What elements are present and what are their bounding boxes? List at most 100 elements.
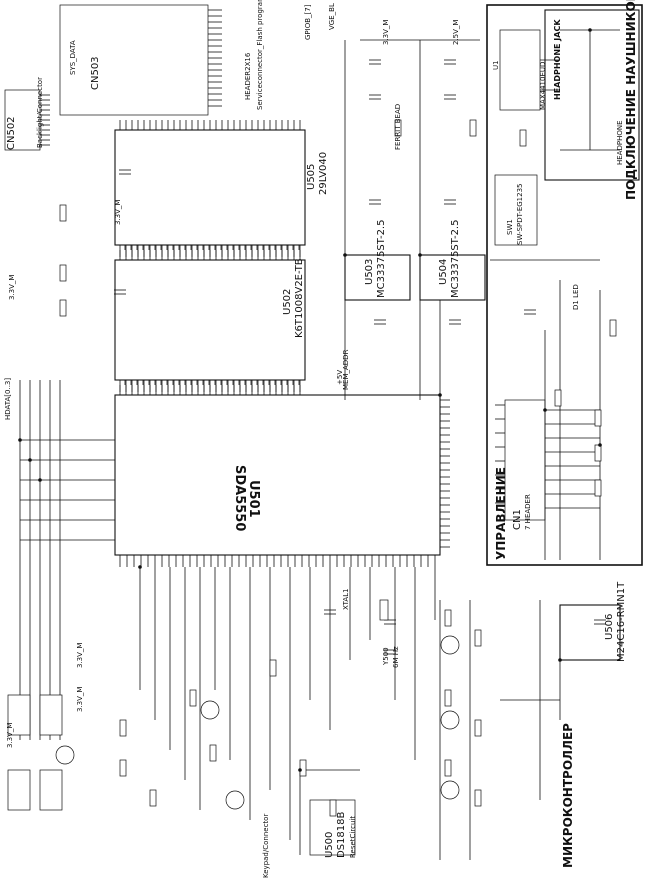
resistor <box>594 479 602 497</box>
resistor <box>119 759 127 777</box>
headphone-panel-frame <box>544 9 640 181</box>
resistor <box>119 719 127 737</box>
vdd-33-label-b: 3.3V_M <box>76 643 84 668</box>
u501-ref-label: U501 <box>246 480 261 518</box>
control-panel-frame <box>486 4 643 566</box>
resistor-network <box>7 694 31 736</box>
sw1-switch <box>494 174 538 246</box>
resistor <box>299 759 307 777</box>
junction-dot <box>438 393 442 397</box>
u506-ref-label: U506 <box>604 614 615 640</box>
resistor <box>474 789 482 807</box>
resistor-network <box>39 694 63 736</box>
resistor <box>594 444 602 462</box>
vdd-33-label-f: 3.3V_M <box>114 200 122 225</box>
y500-label: Y500 <box>382 647 390 666</box>
junction-dot <box>18 438 22 442</box>
resistor <box>474 629 482 647</box>
junction-dot <box>598 443 602 447</box>
resistor <box>269 659 277 677</box>
u502-ref-label: U502 <box>282 289 293 315</box>
resistor <box>59 204 67 222</box>
resistor <box>519 129 527 147</box>
resistor <box>394 119 402 137</box>
resistor-network <box>7 769 31 811</box>
mem-addr-label: MEM_ADDR <box>342 349 350 390</box>
resistor <box>149 789 157 807</box>
resistor <box>444 689 452 707</box>
microcontroller-title: МИКРОКОНТРОЛЛЕР <box>561 723 575 868</box>
hdata-bus-label: HDATA[0..3] <box>4 378 12 420</box>
resistor <box>609 319 617 337</box>
u1-ref-label: U1 <box>492 60 500 70</box>
sw1-part-label: SW-SPDT-EG1235 <box>516 184 524 245</box>
cn503-header <box>59 4 209 116</box>
resistor <box>329 799 337 817</box>
header2x16-label: HEADER2X16 <box>244 52 252 100</box>
junction-dot <box>588 28 592 32</box>
u504-regulator <box>419 254 486 301</box>
vge-bl-label: VGE_BL <box>328 3 336 30</box>
vdd-33-label-c: 3.3V_M <box>76 687 84 712</box>
u502-part-label: K6T1008V2E-TB <box>294 258 305 338</box>
junction-dot <box>38 478 42 482</box>
u501-chip <box>114 394 441 556</box>
cn503-label: CN503 <box>90 56 101 90</box>
u504-part-label: MC33375ST-2.5 <box>450 220 461 298</box>
transistor <box>440 710 460 730</box>
xtal-label: XTAL1 <box>342 588 350 610</box>
control-title: УПРАВЛЕНИЕ <box>494 467 508 560</box>
gpio-b-label: GPIOB_[7] <box>304 4 312 40</box>
vdd-25-label: 2.5V_M <box>452 20 460 45</box>
u505-chip <box>114 129 306 246</box>
resistor <box>59 264 67 282</box>
junction-dot <box>28 458 32 462</box>
transistor <box>200 700 220 720</box>
keypad-connector-label: Keypad/Connector <box>262 814 270 878</box>
vdd-33-label-e: 3.3V_M <box>382 20 390 45</box>
backlight-connector-label: Backlight/Connector <box>36 77 44 148</box>
vcc-5-label: +5V <box>336 370 344 385</box>
u500-part-label: DS1818B <box>336 812 347 858</box>
cn502-connector <box>4 89 41 151</box>
u501-part-label: SDA5550 <box>232 465 247 531</box>
cn1-header <box>504 399 546 521</box>
headphone-jack-label: HEADPHONE JACK <box>553 19 562 100</box>
resistor <box>554 389 562 407</box>
junction-dot <box>543 408 547 412</box>
junction-dot <box>343 253 347 257</box>
resistor <box>59 299 67 317</box>
junction-dot <box>138 565 142 569</box>
resistor <box>474 719 482 737</box>
hp-label: HEADPHONE <box>616 120 624 165</box>
reset-circuit-label: ResetCircuit <box>349 816 357 858</box>
u502-chip <box>114 259 306 381</box>
cn502-label: CN502 <box>6 116 17 150</box>
u506-eeprom <box>559 604 621 661</box>
junction-dot <box>558 658 562 662</box>
u1-part-label: MAX4410EUD <box>539 62 547 110</box>
crystal <box>379 599 389 621</box>
u1-amplifier <box>499 29 541 111</box>
sys-data-label: SYS_DATA <box>69 40 77 75</box>
sw1-ref-label: SW1 <box>506 219 514 235</box>
u503-ref-label: U503 <box>364 259 375 285</box>
u503-regulator <box>344 254 411 301</box>
u505-ref-label: U505 <box>306 164 317 190</box>
resistor <box>444 609 452 627</box>
vdd-33-label-a: 3.3V_M <box>8 275 16 300</box>
u503-part-label: MC33375ST-2.5 <box>376 220 387 298</box>
transistor <box>440 635 460 655</box>
transistor <box>440 780 460 800</box>
resistor <box>444 759 452 777</box>
u500-ref-label: U500 <box>324 832 335 858</box>
cn1-part-label: 7 HEADER <box>524 494 532 530</box>
headphone-title: ПОДКЛЮЧЕНИЕ НАУШНИКОВ <box>624 0 638 200</box>
d1-led-label: D1 LED <box>572 284 580 310</box>
u505-part-label: 29LV040 <box>318 152 329 195</box>
junction-dot <box>298 768 302 772</box>
transistor <box>55 745 75 765</box>
u504-ref-label: U504 <box>438 259 449 285</box>
ferrite-bead-label: FERRIT BEAD <box>394 104 402 150</box>
